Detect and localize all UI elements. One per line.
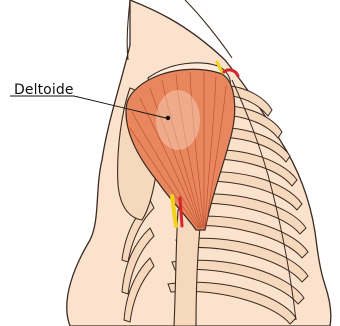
callout-pointer-dot — [166, 116, 170, 120]
deltoid-label: Deltoide — [14, 82, 74, 98]
artery-lower — [180, 198, 182, 226]
muscle-highlight — [156, 90, 200, 150]
